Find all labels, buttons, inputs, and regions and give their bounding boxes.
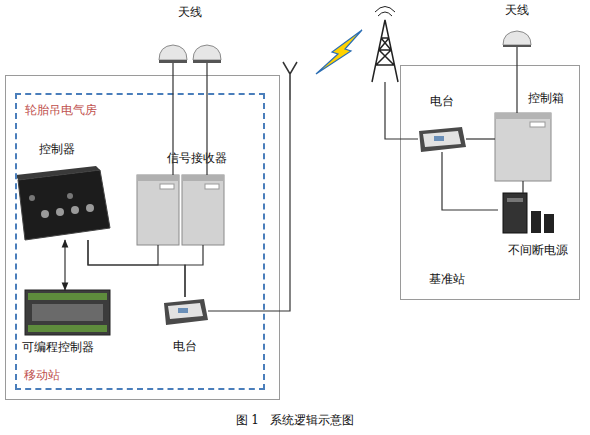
- plc-terminal: [28, 325, 107, 332]
- connector-line: [88, 240, 158, 265]
- connector-line: [516, 47, 517, 113]
- device-node: 电台: [162, 297, 208, 325]
- receiver-panel: [182, 175, 224, 245]
- controller-port: [71, 206, 79, 214]
- receiver-strip: [182, 175, 224, 181]
- cabinet-strip: [495, 113, 551, 119]
- controller-port: [41, 210, 49, 218]
- controller-body: [18, 170, 110, 240]
- wireless-bolt: [316, 30, 362, 74]
- node-label: 可编程控制器: [22, 340, 122, 354]
- device-node: 控制箱: [495, 113, 551, 181]
- controller-port: [86, 204, 94, 212]
- receiver-logo: [205, 184, 219, 189]
- receiver-logo: [160, 184, 174, 189]
- antenna-dome: [193, 45, 221, 60]
- connector-line: [88, 240, 185, 297]
- ups-battery: [544, 214, 554, 233]
- node-label: 移动站: [24, 368, 104, 382]
- node-label: 天线: [159, 5, 221, 19]
- node-label: 不间断电源: [508, 243, 588, 257]
- figure-caption: 图 1 系统逻辑示意图: [0, 412, 590, 429]
- antenna-dome: [159, 45, 187, 60]
- room-box: 控制器信号接收器可编程控制器电台轮胎吊电气房: [15, 93, 265, 390]
- ups-panel: [507, 198, 523, 202]
- plc-terminal: [28, 293, 107, 300]
- node-label: 控制器: [39, 142, 109, 156]
- node-label: 天线: [487, 3, 547, 17]
- connector-line: [442, 152, 498, 210]
- node-label: 基准站: [429, 272, 509, 286]
- cabinet-logo: [530, 122, 545, 127]
- device-node: 控制器: [15, 168, 110, 240]
- connector-line: [466, 138, 495, 139]
- device-node: 可编程控制器: [25, 290, 110, 335]
- antenna-node: 天线: [159, 45, 221, 63]
- node-label: 电台: [145, 339, 225, 353]
- device-node: 不间断电源: [498, 193, 555, 233]
- radio-screen: [434, 136, 444, 141]
- antenna-node: 天线: [503, 31, 531, 47]
- control-cabinet: [495, 113, 551, 181]
- antenna-base: [503, 45, 531, 47]
- ups-battery: [531, 211, 541, 233]
- radio-tower: [372, 20, 398, 82]
- station-box: 控制器信号接收器可编程控制器电台轮胎吊电气房移动站: [5, 75, 280, 400]
- antenna-dome: [503, 31, 531, 45]
- device-node: 信号接收器: [137, 175, 224, 245]
- node-label: 信号接收器: [167, 151, 247, 165]
- station-box: 电台控制箱不间断电源基准站: [400, 65, 580, 300]
- device-node: 电台: [418, 126, 466, 152]
- radio-screen: [178, 308, 188, 313]
- radio-face: [168, 303, 203, 319]
- tower-signal: [375, 7, 395, 17]
- radio-face: [423, 131, 461, 147]
- connector-line: [185, 245, 203, 297]
- radio-body: [419, 127, 466, 152]
- node-label: 轮胎吊电气房: [25, 103, 145, 117]
- node-label: 电台: [412, 94, 472, 108]
- connector-line: [522, 181, 523, 193]
- radio-body: [164, 299, 208, 325]
- receiver-strip: [137, 175, 179, 181]
- controller-port: [67, 193, 73, 199]
- controller-port: [29, 195, 35, 201]
- plc-face: [32, 304, 103, 321]
- antenna-base: [159, 60, 187, 63]
- connector-line: [64, 240, 65, 290]
- plc-body: [25, 290, 110, 335]
- connector-line: [173, 63, 207, 175]
- antenna-mast: [283, 62, 297, 100]
- controller-top: [16, 166, 100, 180]
- antenna-base: [193, 60, 221, 63]
- receiver-panel: [137, 175, 179, 245]
- node-label: 控制箱: [528, 91, 588, 105]
- controller-port: [56, 208, 64, 216]
- connector-line: [208, 82, 418, 311]
- ups-tower: [503, 193, 527, 233]
